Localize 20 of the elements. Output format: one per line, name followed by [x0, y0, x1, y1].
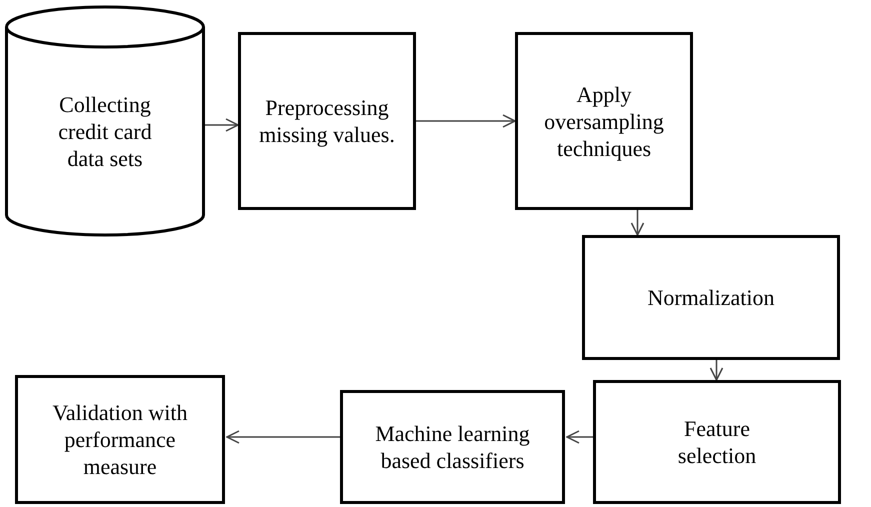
- process-box: [582, 235, 840, 360]
- process-box: [340, 390, 565, 504]
- arrow: [205, 118, 239, 132]
- node-label: Feature selection: [676, 415, 758, 469]
- arrow: [630, 210, 644, 236]
- node-label: Machine learning based classifiers: [374, 420, 531, 474]
- process-box: [15, 375, 225, 504]
- process-box: [515, 32, 693, 210]
- node-label: Normalization: [647, 284, 775, 311]
- node-label: Collecting credit card data sets: [57, 90, 153, 172]
- node-label: Validation with performance measure: [51, 399, 189, 480]
- process-box: [593, 380, 841, 504]
- arrow: [566, 430, 593, 444]
- database-cylinder: [5, 5, 205, 237]
- process-box: [238, 32, 416, 210]
- arrow: [226, 430, 340, 444]
- node-label: Apply oversampling techniques: [543, 80, 665, 162]
- node-label: Preprocessing missing values.: [258, 94, 396, 148]
- arrow: [710, 360, 724, 381]
- arrow: [416, 114, 516, 128]
